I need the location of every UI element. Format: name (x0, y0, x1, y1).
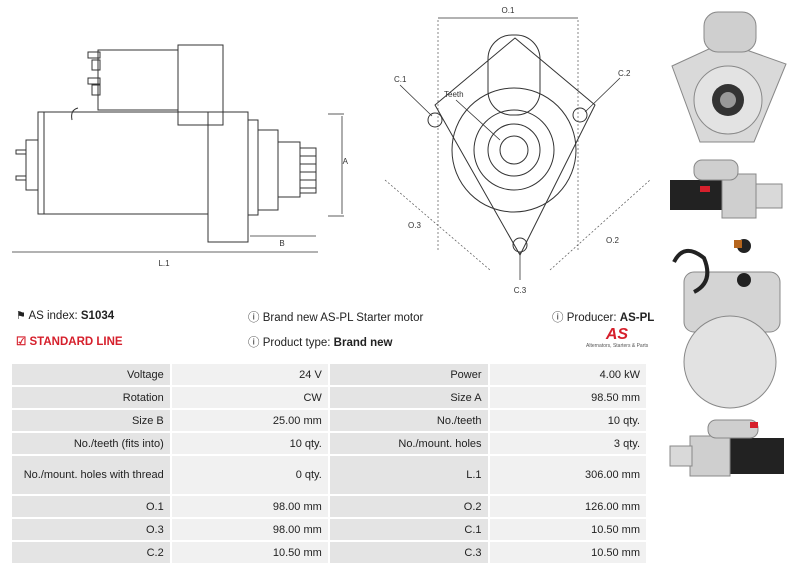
spec-label: C.2 (12, 542, 170, 563)
producer: ⓘ Producer: AS-PL (552, 312, 655, 324)
check-icon: ☑ (16, 336, 27, 348)
dim-l1-label: L.1 (158, 259, 170, 268)
dim-o3-label: O.3 (408, 221, 421, 230)
spec-value: 24 V (171, 364, 328, 385)
spec-value: 25.00 mm (171, 410, 328, 431)
spec-value: 10.50 mm (489, 519, 646, 540)
spec-label: No./teeth (329, 410, 488, 431)
dim-c1-label: C.1 (394, 75, 407, 84)
spec-value: 10.50 mm (489, 542, 646, 563)
info-icon: ⓘ (248, 312, 260, 324)
product-photo-side-2 (664, 416, 792, 486)
spec-label: Size B (12, 410, 170, 431)
spec-label: Voltage (12, 364, 170, 385)
product-photo-rear (664, 232, 792, 412)
table-row: No./teeth (fits into)10 qty.No./mount. h… (12, 433, 646, 454)
tag-icon: ⚑ (16, 310, 26, 322)
spec-value: 10 qty. (171, 433, 328, 454)
dim-c3-label: C.3 (514, 286, 527, 295)
product-photo-side (664, 154, 792, 226)
as-index: ⚑ AS index: S1034 (16, 310, 115, 322)
product-photo-front (664, 4, 792, 152)
dim-o2-label: O.2 (606, 236, 619, 245)
product-type: ⓘ Product type: Brand new (248, 337, 393, 349)
standard-line: ☑ STANDARD LINE (16, 336, 123, 348)
spec-value: 306.00 mm (489, 456, 646, 494)
spec-value: 98.50 mm (489, 387, 646, 408)
dim-c2-label: C.2 (618, 69, 631, 78)
spec-label: C.1 (329, 519, 488, 540)
dim-a-label: A (343, 157, 348, 166)
spec-label: Rotation (12, 387, 170, 408)
spec-label: O.1 (12, 496, 170, 517)
spec-label: No./mount. holes (329, 433, 488, 454)
spec-value: 98.00 mm (171, 519, 328, 540)
teeth-label: Teeth (444, 90, 464, 99)
spec-value: 3 qty. (489, 433, 646, 454)
spec-value: 10 qty. (489, 410, 646, 431)
spec-label: L.1 (329, 456, 488, 494)
spec-value: CW (171, 387, 328, 408)
spec-label: O.3 (12, 519, 170, 540)
spec-label: Power (329, 364, 488, 385)
spec-label: C.3 (329, 542, 488, 563)
spec-value: 126.00 mm (489, 496, 646, 517)
dim-b-label: B (279, 239, 284, 248)
front-view-drawing: O.1 C.1 C.2 Teeth O.3 O.2 C.3 (384, 6, 651, 295)
info-icon: ⓘ (248, 337, 260, 349)
description: ⓘ Brand new AS-PL Starter motor (248, 312, 424, 324)
spec-label: No./teeth (fits into) (12, 433, 170, 454)
spec-label: Size A (329, 387, 488, 408)
side-view-drawing: A B L.1 (12, 44, 348, 268)
dim-o1-label: O.1 (502, 6, 515, 15)
spec-value: 10.50 mm (171, 542, 328, 563)
spec-value: 98.00 mm (171, 496, 328, 517)
spec-label: No./mount. holes with thread (12, 456, 170, 494)
spec-value: 0 qty. (171, 456, 328, 494)
spec-label: O.2 (329, 496, 488, 517)
spec-value: 4.00 kW (489, 364, 646, 385)
info-icon: ⓘ (552, 312, 564, 324)
producer-logo: AS Alternators, Starters & Parts (586, 326, 649, 350)
